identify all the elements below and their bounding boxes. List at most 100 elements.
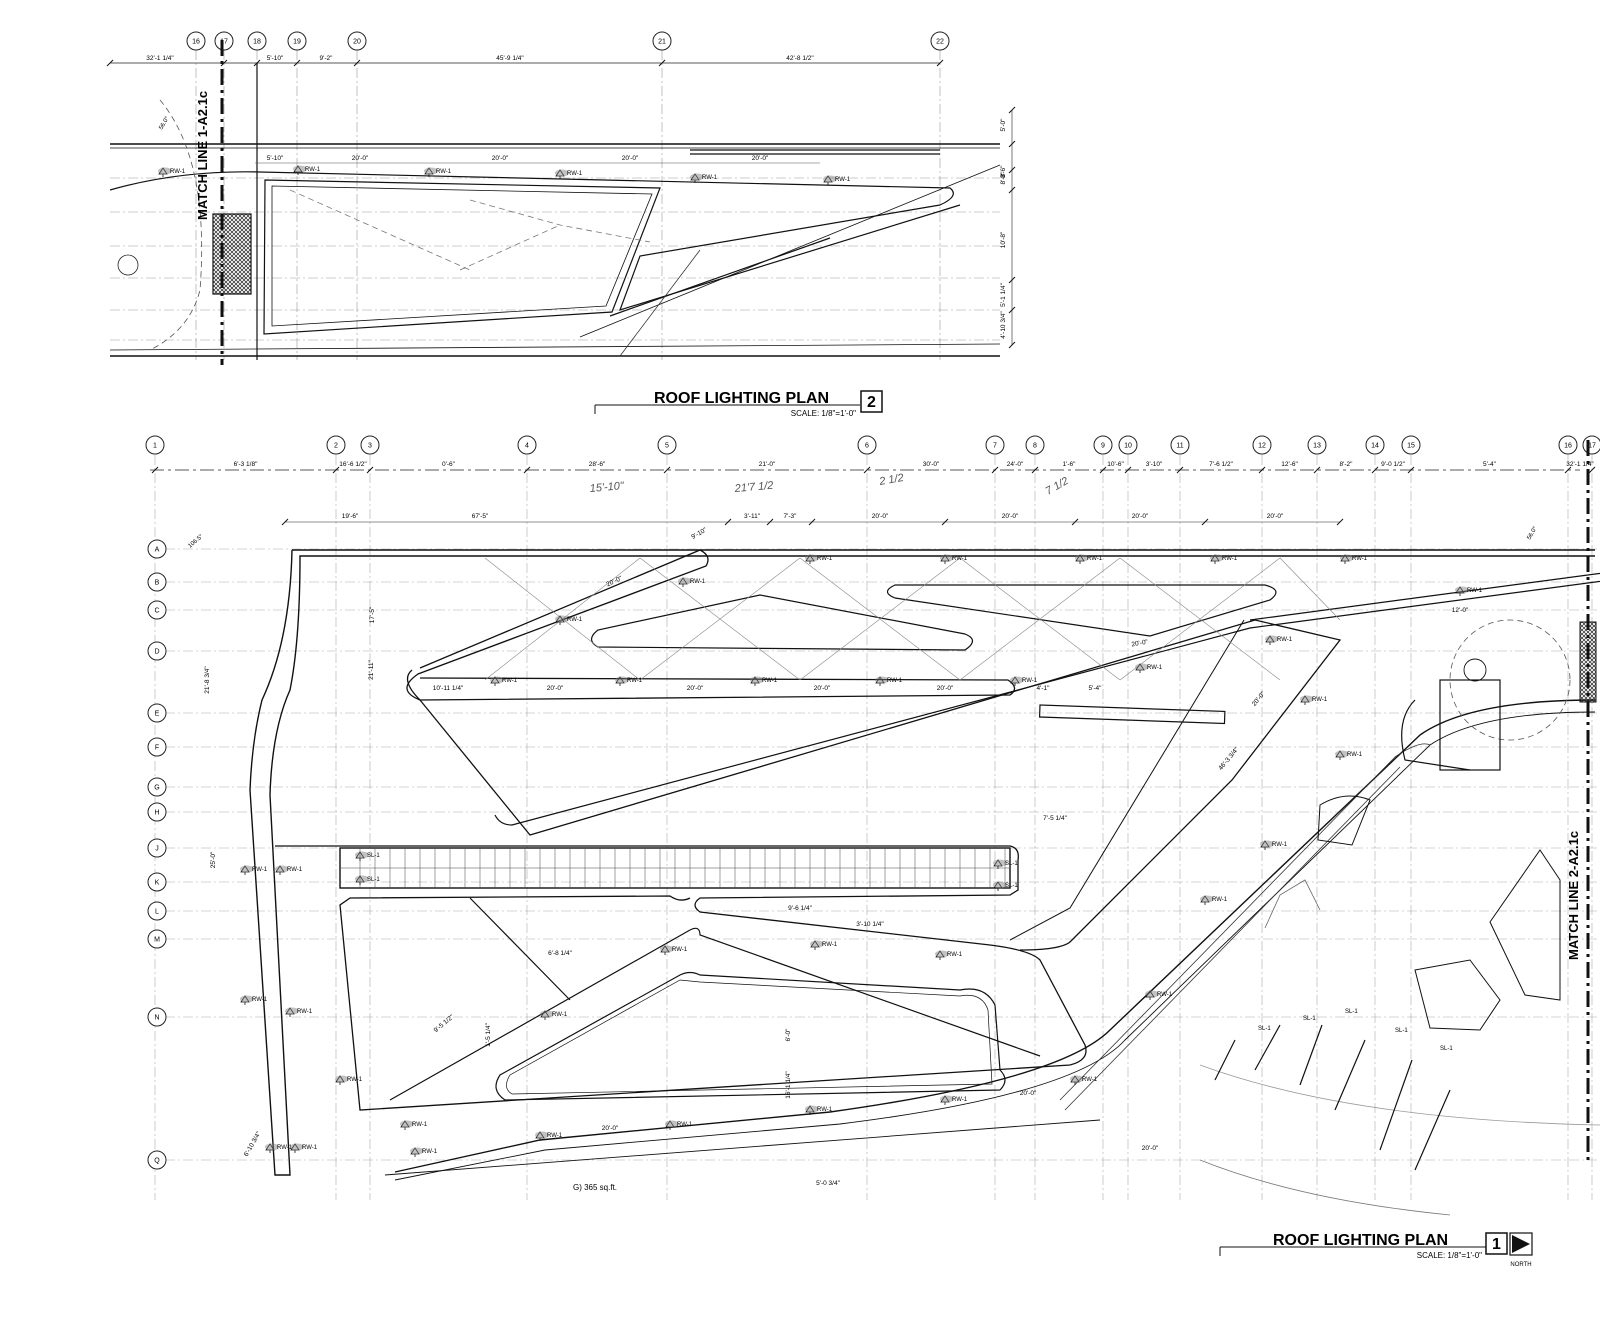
plan1-handwritten-note: 2 1/2 bbox=[877, 472, 904, 488]
plan1-column-bubble-10: 10 bbox=[1118, 435, 1138, 455]
plan1-column-bubble-17: 17 bbox=[1582, 435, 1600, 455]
plan1-row-bubble-H: H bbox=[147, 802, 167, 822]
plan1-column-bubble-14: 14 bbox=[1365, 435, 1385, 455]
plan2-grid-bubble-19: 19 bbox=[287, 31, 307, 51]
fixture-tag: RW-1 bbox=[302, 1145, 318, 1151]
plan1-walkway-diagonals bbox=[389, 897, 1041, 1101]
plan1-column-bubble-13: 13 bbox=[1307, 435, 1327, 455]
plan1-dim: 10'-11 1/4" bbox=[433, 685, 464, 692]
plan1-top-dim: 0'-6" bbox=[442, 461, 456, 468]
fixture-tag: RW-1 bbox=[835, 177, 851, 183]
plan1-fixture-rw1: RW-1 bbox=[290, 1143, 318, 1153]
plan1-column-bubble-3-label: 3 bbox=[368, 442, 372, 449]
plan1-fixture-rw1: RW-1 bbox=[1135, 663, 1163, 673]
plan1-planting-edge bbox=[1199, 1064, 1600, 1126]
fixture-tag: RW-1 bbox=[502, 678, 518, 684]
plan1-row-bubble-F-label: F bbox=[155, 744, 159, 751]
plan1-paver-stone bbox=[1489, 849, 1561, 1001]
plan2-fixture-rw1: RW-1 bbox=[823, 175, 851, 185]
plan1-second-dims: 67'-5"3'-11"7'-3"20'-0"20'-0"20'-0"20'-0… bbox=[281, 513, 1344, 526]
fixture-tag: RW-1 bbox=[1147, 665, 1163, 671]
plan2-fixture-dims: 5'-10"20'-0"20'-0"20'-0"20'-0" bbox=[267, 155, 769, 162]
plan1-bench bbox=[1038, 704, 1226, 725]
fixture-tag: SL-1 bbox=[1005, 861, 1018, 867]
fixture-tag: RW-1 bbox=[817, 556, 833, 562]
plan1-top-dim: 8'-2" bbox=[1340, 461, 1354, 468]
plan1-dim: 6'-10 3/4" bbox=[243, 1130, 263, 1158]
plan1-row-bubble-D-label: D bbox=[154, 648, 159, 655]
plan2-side-dim: 5'-0" bbox=[1000, 118, 1007, 132]
plan1-planter-lower bbox=[495, 971, 1006, 1101]
plan1-misc-dims: 19'-6"9'-10"17'-5"21'-11"10'-11 1/4"20'-… bbox=[204, 513, 1469, 1187]
plan1-fixture-sl1: SL-1 bbox=[993, 881, 1018, 891]
plan1-fixture-sl1: SL-1 bbox=[355, 851, 380, 861]
plan1-fixture-rw1: RW-1 bbox=[875, 676, 903, 686]
plan2-side-dim: 0'-6" bbox=[1000, 165, 1007, 179]
plan1-dim: 20'-0" bbox=[1251, 690, 1267, 708]
plan2-grid-bubble-22: 22 bbox=[930, 31, 950, 51]
plan1-row-bubble-L-label: L bbox=[155, 908, 159, 915]
plan1-column-bubble-13-label: 13 bbox=[1313, 442, 1321, 449]
plan2-fixture-dim: 20'-0" bbox=[492, 155, 509, 162]
plan1-dim: 19'-6" bbox=[342, 513, 359, 520]
plan1-column-bubble-8-label: 8 bbox=[1033, 442, 1037, 449]
plan1-top-dim: 7'-6 1/2" bbox=[1209, 461, 1233, 468]
plan2-grid-bubble-21: 21 bbox=[652, 31, 672, 51]
plan2-fixture-rw1: RW-1 bbox=[690, 173, 718, 183]
plan1-parapet-edge bbox=[1059, 743, 1431, 1111]
plan1-fixture-rw1: RW-1 bbox=[1260, 840, 1288, 850]
plan1-row-bubble-F: F bbox=[147, 737, 167, 757]
plan1-sl1-tag: SL-1 bbox=[1258, 1026, 1271, 1032]
plan1-dim: 20'-0" bbox=[814, 685, 831, 692]
plan1-top-dim: 24'-0" bbox=[1007, 461, 1024, 468]
plan1-dim: 20'-0" bbox=[1020, 1090, 1037, 1097]
plan1-row-bubble-B: B bbox=[147, 572, 167, 592]
plan1-column-bubble-2: 2 bbox=[326, 435, 346, 455]
plan1-fixture-rw1: RW-1 bbox=[1010, 676, 1038, 686]
plan1-row-bubble-M: M bbox=[147, 929, 167, 949]
plan1-planter-lower-inner bbox=[506, 979, 993, 1095]
plan2-drain-symbol bbox=[117, 254, 139, 276]
plan1-top-dim: 3'-10" bbox=[1146, 461, 1163, 468]
fixture-tag: RW-1 bbox=[1277, 637, 1293, 643]
plan1-number-box bbox=[1485, 1232, 1508, 1255]
plan1-fixture-rw1: RW-1 bbox=[410, 1147, 438, 1157]
plan1-fixture-rw1: RW-1 bbox=[285, 1007, 313, 1017]
plan1-row-bubble-J: J bbox=[147, 838, 167, 858]
fixture-tag: RW-1 bbox=[1087, 556, 1103, 562]
plan1-fixture-rw1: RW-1 bbox=[555, 615, 583, 625]
fixture-tag: RW-1 bbox=[952, 1097, 968, 1103]
plan1-fixture-sl1: SL-1 bbox=[993, 859, 1018, 869]
plan1-dim: 20'-0" bbox=[1131, 639, 1149, 649]
plan1-fixture-rw1: RW-1 bbox=[805, 554, 833, 564]
plan1-column-bubble-11: 11 bbox=[1170, 435, 1190, 455]
plan2-fixture-dim: 20'-0" bbox=[622, 155, 639, 162]
plan2-fixture-rw1: RW-1 bbox=[424, 167, 452, 177]
plan1-fixture-rw1: RW-1 bbox=[265, 1143, 293, 1153]
plan2-planter-bed bbox=[263, 179, 661, 335]
fixture-tag: RW-1 bbox=[762, 678, 778, 684]
plan1-column-bubble-7: 7 bbox=[985, 435, 1005, 455]
plan2-top-dims: 32'-1 1/4"5'-10"9'-2"45'-9 1/4"42'-8 1/2… bbox=[106, 55, 944, 67]
plan2-side-dim: 10'-8" bbox=[1000, 231, 1007, 248]
plan1-column-bubble-7-label: 7 bbox=[993, 442, 997, 449]
fixture-tag: RW-1 bbox=[252, 867, 268, 873]
plan1-dim: 3'-10 1/4" bbox=[856, 921, 884, 928]
plan1-row-bubble-K-label: K bbox=[155, 879, 160, 886]
plan1-dim: 20'-0" bbox=[602, 1125, 619, 1132]
plan1-column-bubble-16-label: 16 bbox=[1564, 442, 1572, 449]
plan1-row-bubble-N-label: N bbox=[154, 1014, 159, 1021]
fixture-tag: RW-1 bbox=[677, 1122, 693, 1128]
plan1-top-dim: 9'-0 1/2" bbox=[1381, 461, 1405, 468]
plan1-second-dim: 20'-0" bbox=[872, 513, 889, 520]
fixture-tag: RW-1 bbox=[1082, 1077, 1098, 1083]
fixture-tag: RW-1 bbox=[252, 997, 268, 1003]
plan2-grid-bubble-20-label: 20 bbox=[353, 38, 361, 45]
plan1-top-dim: 5'-4" bbox=[1483, 461, 1497, 468]
plan1-column-bubble-1-label: 1 bbox=[153, 442, 157, 449]
plan1-row-bubble-C: C bbox=[147, 600, 167, 620]
plan1-top-dim: 28'-6" bbox=[589, 461, 606, 468]
plan1-second-dim: 3'-11" bbox=[744, 513, 761, 520]
plan1-row-bubble-D: D bbox=[147, 641, 167, 661]
